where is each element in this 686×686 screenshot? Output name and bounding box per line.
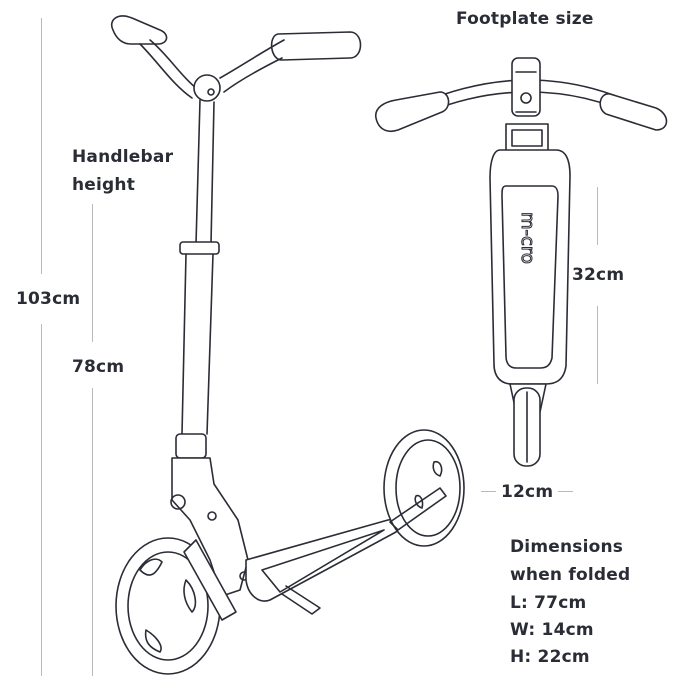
total-height-value: 103cm <box>16 289 81 309</box>
handlebar-right-arm-inner <box>223 57 283 93</box>
top-right-grip <box>599 93 668 131</box>
footplate-grip <box>501 185 559 369</box>
handlebar-height-line-bottom <box>92 388 93 676</box>
handlebar-left-arm <box>149 39 197 89</box>
right-grip <box>270 31 362 61</box>
top-fold-bracket <box>505 123 549 153</box>
deck-grip <box>261 529 385 593</box>
rear-wheel-rim <box>395 439 461 537</box>
front-wheel-spoke-2 <box>144 629 162 653</box>
side-view-scooter <box>111 15 465 675</box>
fork-head <box>171 457 249 597</box>
stem-clamp <box>179 241 220 255</box>
rear-wheel <box>383 429 465 547</box>
upper-stem <box>195 99 215 245</box>
folded-title-line1: Dimensions <box>510 537 624 557</box>
kickstand <box>281 585 321 615</box>
footplate-length-line-top <box>597 187 598 245</box>
top-left-grip <box>374 91 450 133</box>
handlebar-height-line-top <box>92 204 93 342</box>
footplate-length-value: 32cm <box>572 265 625 285</box>
footplate-length-line-bottom <box>597 306 598 384</box>
handlebar-height-label-line1: Handlebar <box>72 147 174 167</box>
handlebar-height-label-line2: height <box>72 175 136 195</box>
folded-width: W: 14cm <box>510 620 594 640</box>
footplate-deck <box>489 149 571 385</box>
total-height-line-top <box>41 18 42 274</box>
folded-title-line2: when folded <box>510 565 631 585</box>
folding-collar <box>175 433 207 459</box>
deck-height-value: 78cm <box>72 357 125 377</box>
footplate-width-line-right <box>558 491 573 492</box>
total-height-line-bottom <box>41 324 42 676</box>
folded-height: H: 22cm <box>510 647 590 667</box>
top-view-scooter: m-cro <box>374 57 668 467</box>
handlebar-clamp <box>193 74 221 102</box>
footplate-logo: m-cro <box>517 212 538 264</box>
handlebar-right-arm <box>219 39 285 79</box>
footplate-width-value: 12cm <box>501 482 554 502</box>
rear-wheel-spoke-1 <box>432 460 443 477</box>
rear-fork <box>389 487 447 531</box>
top-stem-clamp <box>511 57 541 117</box>
folded-length: L: 77cm <box>510 593 587 613</box>
top-stem-detail <box>515 71 537 113</box>
top-stem-bolt <box>520 92 532 104</box>
rear-wheel-spoke-2 <box>414 494 424 509</box>
handlebar-clamp-bolt <box>207 88 215 96</box>
footplate-size-title: Footplate size <box>456 9 594 29</box>
fork-bolt-1 <box>207 511 217 521</box>
handlebar-left-arm-inner <box>139 43 193 99</box>
front-wheel-rim <box>127 551 209 661</box>
footplate-width-line-left <box>481 491 496 492</box>
fork-hole <box>170 494 186 510</box>
front-wheel-spoke-1 <box>139 558 163 576</box>
front-wheel-spoke-3 <box>183 579 197 613</box>
front-fork <box>183 539 237 621</box>
left-grip <box>111 15 168 45</box>
lower-stem <box>181 253 214 435</box>
